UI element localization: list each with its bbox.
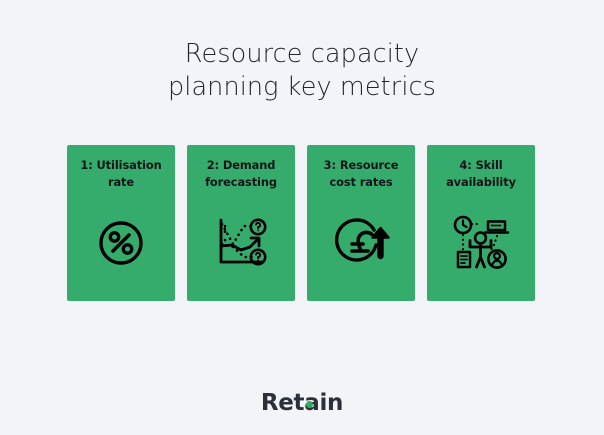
metric-card-resource-cost-rates[interactable]: 3: Resource cost rates bbox=[307, 145, 415, 301]
metric-card-utilisation-rate[interactable]: 1: Utilisation rate bbox=[67, 145, 175, 301]
metric-card-title-line-2: availability bbox=[446, 175, 516, 190]
page-title-line-2: planning key metrics bbox=[167, 71, 437, 102]
percent-in-circle-icon bbox=[67, 207, 175, 279]
metric-card-title-line-2: forecasting bbox=[205, 175, 277, 190]
metric-card-title-line-1: 3: Resource bbox=[323, 158, 399, 172]
metric-card-title-line-1: 4: Skill bbox=[459, 158, 503, 172]
metric-card-title: 4: Skill availability bbox=[433, 157, 529, 191]
retain-logo-text: Retain bbox=[260, 390, 344, 416]
metric-card-title-line-2: cost rates bbox=[329, 175, 393, 190]
metric-card-title-line-1: 1: Utilisation bbox=[80, 158, 162, 172]
metric-card-title: 3: Resource cost rates bbox=[313, 157, 409, 191]
metric-card-row: 1: Utilisation rate 2: Demand forecastin… bbox=[67, 145, 537, 301]
metric-card-skill-availability[interactable]: 4: Skill availability bbox=[427, 145, 535, 301]
metric-card-title-line-2: rate bbox=[107, 175, 135, 190]
forecast-chart-icon bbox=[187, 207, 295, 279]
pound-rising-arrow-icon bbox=[307, 207, 415, 279]
metric-card-title: 2: Demand forecasting bbox=[193, 157, 289, 191]
page-title-line-1: Resource capacity bbox=[184, 39, 420, 69]
skills-person-network-icon bbox=[427, 207, 535, 279]
metric-card-demand-forecasting[interactable]: 2: Demand forecasting bbox=[187, 145, 295, 301]
metric-card-title: 1: Utilisation rate bbox=[73, 157, 169, 191]
retain-logo: Retain bbox=[0, 390, 604, 416]
retain-logo-dot-icon bbox=[305, 401, 313, 408]
metric-card-title-line-1: 2: Demand bbox=[206, 158, 276, 172]
page-title: Resource capacity planning key metrics bbox=[0, 38, 604, 103]
